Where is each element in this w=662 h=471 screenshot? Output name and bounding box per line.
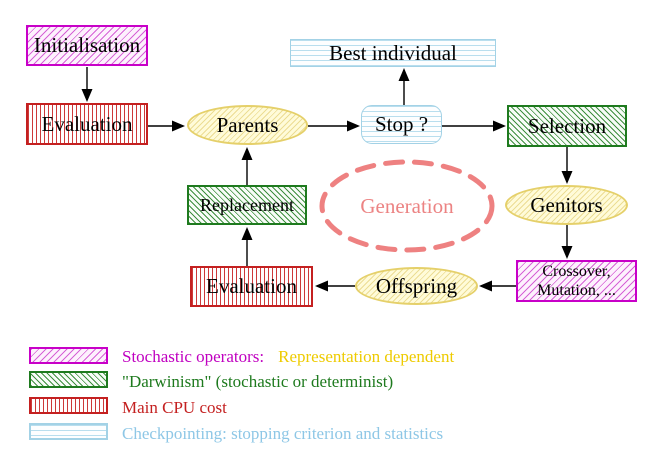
node-replacement-label: Replacement <box>200 194 294 215</box>
legend-row-main-cpu-cost: Main CPU cost <box>122 398 227 417</box>
node-best-individual-label: Best individual <box>329 40 457 65</box>
node-offspring-label: Offspring <box>375 273 458 298</box>
node-generation-label-wrap: Generation <box>322 162 492 250</box>
legend-label-checkpointing: Checkpointing: stopping criterion and st… <box>122 424 444 443</box>
node-stop-label: Stop ? <box>374 112 429 137</box>
node-genitors-label: Genitors <box>530 192 603 217</box>
legend-swatch-stochastic-operators <box>29 347 108 364</box>
legend-label-main-cpu-cost: Main CPU cost <box>122 398 227 417</box>
legend-swatch-checkpointing <box>29 423 108 440</box>
node-offspring: Offspring <box>355 267 478 305</box>
node-evaluation-top-label: Evaluation <box>41 111 133 136</box>
node-selection-label: Selection <box>527 113 607 138</box>
node-evaluation-bottom-label: Evaluation <box>206 274 297 299</box>
node-replacement: Replacement <box>187 185 307 225</box>
legend-swatch-darwinism <box>29 371 108 388</box>
node-crossover-mutation: Crossover, Mutation, ... <box>516 260 637 302</box>
node-parents-label: Parents <box>216 112 279 137</box>
node-parents: Parents <box>187 105 308 145</box>
legend-row-stochastic-operators: Stochastic operators: Representation depe… <box>122 347 454 366</box>
legend-row-darwinism: "Darwinism" (stochastic or determinist) <box>122 372 393 391</box>
node-evaluation-top: Evaluation <box>26 103 148 145</box>
node-crossover-label-line2: Mutation, ... <box>537 282 616 299</box>
legend-label-representation-dependent: Representation dependent <box>278 347 455 366</box>
node-genitors: Genitors <box>505 185 628 225</box>
node-generation-label: Generation <box>360 193 454 218</box>
legend-label-darwinism: "Darwinism" (stochastic or determinist) <box>122 372 394 391</box>
node-evaluation-bottom: Evaluation <box>190 266 313 307</box>
node-best-individual: Best individual <box>290 39 496 67</box>
node-crossover-label-line1: Crossover, <box>542 263 611 280</box>
node-stop: Stop ? <box>361 105 442 144</box>
node-initialisation-label: Initialisation <box>33 33 141 58</box>
legend-label-stochastic-operators: Stochastic operators: <box>122 347 265 366</box>
node-initialisation: Initialisation <box>26 25 148 66</box>
node-selection: Selection <box>507 105 627 147</box>
legend-row-checkpointing: Checkpointing: stopping criterion and st… <box>122 424 443 443</box>
legend-swatch-main-cpu-cost <box>29 397 108 414</box>
